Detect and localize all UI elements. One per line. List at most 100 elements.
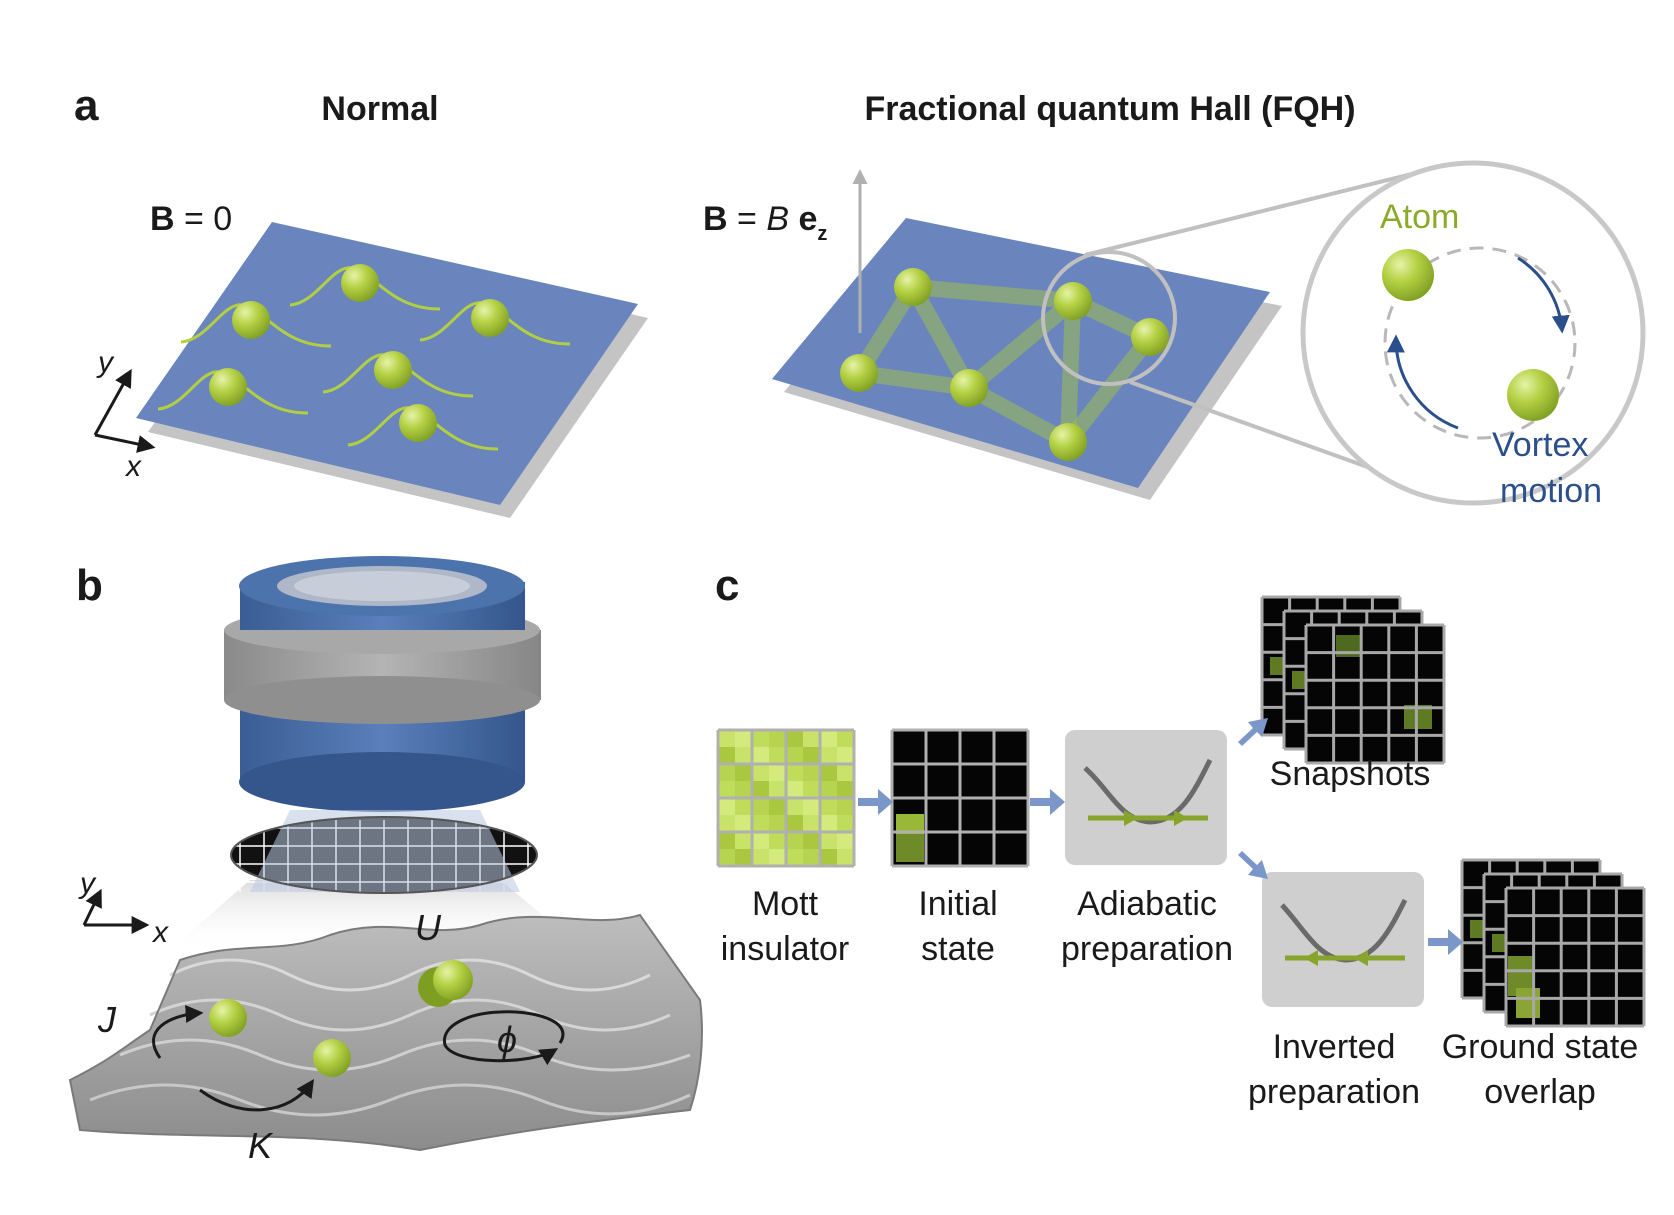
- overlap-stack: [1460, 858, 1646, 1028]
- atom: [399, 404, 437, 442]
- grid-cell: [786, 815, 803, 832]
- axes-a: y x: [93, 346, 156, 483]
- atom: [1131, 318, 1169, 356]
- grid-cell: [769, 849, 786, 866]
- grid-cell: [769, 832, 786, 849]
- atom: [950, 369, 988, 407]
- mott-insulator-grid: [716, 728, 856, 868]
- grid-cell: [752, 832, 769, 849]
- grid-background: [1306, 625, 1444, 763]
- snapshot-frame: [1504, 886, 1646, 1028]
- beam-spot: [250, 810, 520, 892]
- overlap-label-1: Ground state: [1442, 1028, 1639, 1066]
- grid-cell: [735, 798, 752, 815]
- grid-cell: [752, 730, 769, 747]
- label-U: U: [415, 907, 442, 948]
- label-J: J: [97, 999, 117, 1040]
- grid-cell: [752, 798, 769, 815]
- grid-cell: [820, 747, 837, 764]
- grid-cell: [1470, 920, 1484, 938]
- grid-cell: [735, 730, 752, 747]
- overlap-label-2: overlap: [1484, 1073, 1596, 1111]
- grid-cell: [837, 781, 854, 798]
- grid-cell: [752, 764, 769, 781]
- vortex-label-1: Vortex: [1492, 426, 1588, 464]
- adiabatic-box: [1065, 730, 1227, 865]
- grid-cell: [752, 815, 769, 832]
- grid-cell: [803, 815, 820, 832]
- grid-cell: [786, 832, 803, 849]
- grid-cell: [735, 849, 752, 866]
- flow-arrows: [858, 718, 1463, 955]
- grid-cell: [1270, 657, 1284, 675]
- grid-cell: [803, 798, 820, 815]
- grid-cell: [786, 849, 803, 866]
- grid-cell: [837, 747, 854, 764]
- b-field-label: B = B ez: [703, 200, 827, 245]
- atom: [209, 368, 247, 406]
- axis-a-x: x: [124, 450, 142, 483]
- grid-cell: [1516, 988, 1540, 1018]
- grid-cell: [837, 832, 854, 849]
- grid-cell: [803, 832, 820, 849]
- grid-cell: [820, 781, 837, 798]
- grid-cell: [718, 747, 735, 764]
- mott-label-1: Mott: [752, 885, 819, 923]
- grid-cell: [820, 832, 837, 849]
- grid-cell: [786, 781, 803, 798]
- atom: [840, 354, 878, 392]
- grid-cell: [1292, 671, 1306, 689]
- inverted-label-2: preparation: [1248, 1073, 1420, 1111]
- grid-cell: [820, 764, 837, 781]
- grid-cell: [718, 832, 735, 849]
- grid-cell: [718, 781, 735, 798]
- inverted-label-1: Inverted: [1273, 1028, 1396, 1066]
- grid-cell: [769, 798, 786, 815]
- grid-cell: [735, 781, 752, 798]
- grid-cell: [786, 798, 803, 815]
- hopping-arrows: [152, 1004, 565, 1112]
- atom: [374, 351, 412, 389]
- label-K: K: [248, 1125, 274, 1166]
- mott-label-2: insulator: [721, 930, 850, 968]
- grid-cell: [837, 849, 854, 866]
- fqh-atoms: [840, 268, 1169, 461]
- grid-cell: [786, 764, 803, 781]
- zoom-callout: [1041, 160, 1646, 506]
- panel-c-letter: c: [715, 561, 739, 610]
- grid-cell: [718, 849, 735, 866]
- grid-cell: [769, 747, 786, 764]
- correlation-link: [1060, 329, 1158, 450]
- grid-cell: [752, 849, 769, 866]
- atom: [1054, 282, 1092, 320]
- grid-cell: [803, 730, 820, 747]
- panel-a-letter: a: [74, 81, 99, 130]
- inverted-box: [1262, 872, 1424, 1007]
- axis-b-y: y: [78, 867, 97, 900]
- disk-rim: [230, 816, 538, 894]
- grid-cell: [718, 764, 735, 781]
- grid-cell: [837, 764, 854, 781]
- panel-b-letter: b: [76, 561, 103, 610]
- grid-cell: [718, 815, 735, 832]
- vortex-label-2: motion: [1500, 472, 1602, 510]
- grid-cell: [803, 764, 820, 781]
- atom: [341, 264, 379, 302]
- atom: [232, 301, 270, 339]
- grid-cell: [896, 814, 924, 834]
- grid-cell: [769, 815, 786, 832]
- initial-label-1: Initial: [918, 885, 997, 923]
- b-zero-label: B = 0: [150, 200, 232, 238]
- grid-cell: [769, 781, 786, 798]
- grid-cell: [786, 730, 803, 747]
- axis-b-x: x: [151, 916, 169, 949]
- grid-cell: [735, 832, 752, 849]
- snapshots-label: Snapshots: [1270, 755, 1431, 793]
- grid-cell: [803, 747, 820, 764]
- lattice-disk: [230, 810, 538, 894]
- grid-cell: [718, 730, 735, 747]
- normal-atoms: [157, 264, 571, 451]
- correlation-link: [961, 293, 1081, 396]
- axes-b: y x: [78, 867, 169, 949]
